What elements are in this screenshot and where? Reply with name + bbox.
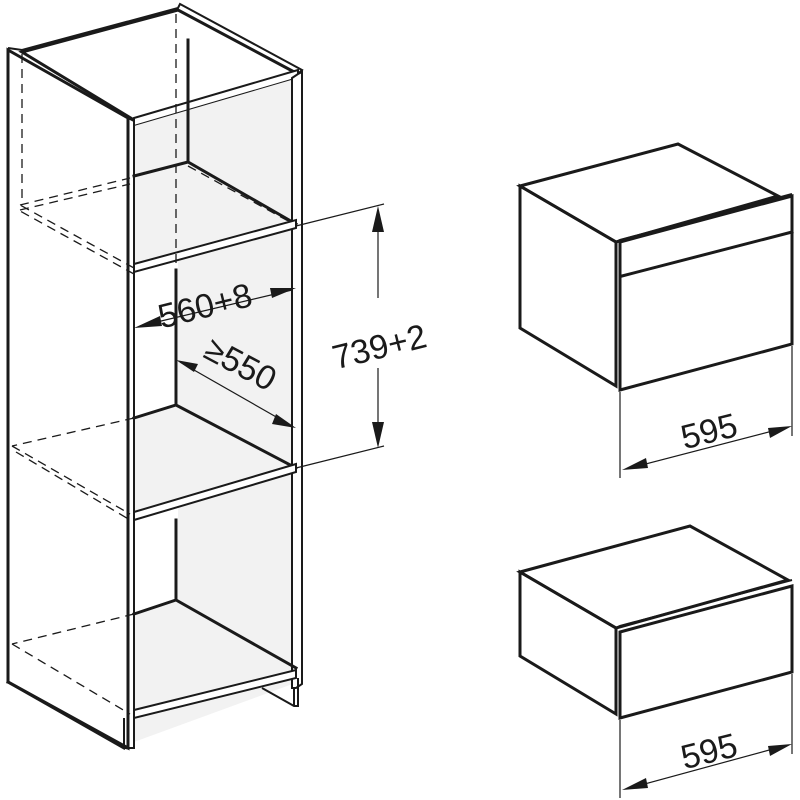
appliance1-width-label: 595 — [677, 406, 741, 457]
depth-dimension-line — [179, 361, 293, 427]
width-dimension-line — [139, 289, 293, 327]
arrow-right-icon — [768, 426, 792, 438]
appliance1-width-line — [629, 427, 785, 469]
arrow-back-icon — [176, 360, 198, 372]
control-strip-divider — [620, 230, 794, 278]
appliance-front-panel — [618, 194, 794, 392]
appliance-drawer: 595 — [516, 524, 794, 798]
drawer-front-panel — [618, 584, 794, 720]
appliance2-width-label: 595 — [677, 726, 741, 777]
arrow-left-icon — [622, 778, 648, 790]
arrow-left-icon — [622, 458, 648, 470]
arrow-right-icon — [768, 744, 792, 756]
cabinet-dimensions: 739+2 560+8 ≥550 — [134, 203, 434, 469]
arrow-front-icon — [272, 414, 296, 428]
cabinet-side-panel — [6, 47, 130, 751]
appliance2-width-line — [629, 745, 785, 789]
arrow-down-icon — [372, 422, 384, 448]
appliance-compact: 595 — [516, 142, 794, 478]
arrow-right-icon — [270, 288, 296, 298]
cabinet-right-panel — [291, 70, 303, 689]
arrow-left-icon — [134, 316, 162, 328]
arrow-up-icon — [372, 206, 384, 232]
tall-cabinet — [5, 2, 304, 751]
